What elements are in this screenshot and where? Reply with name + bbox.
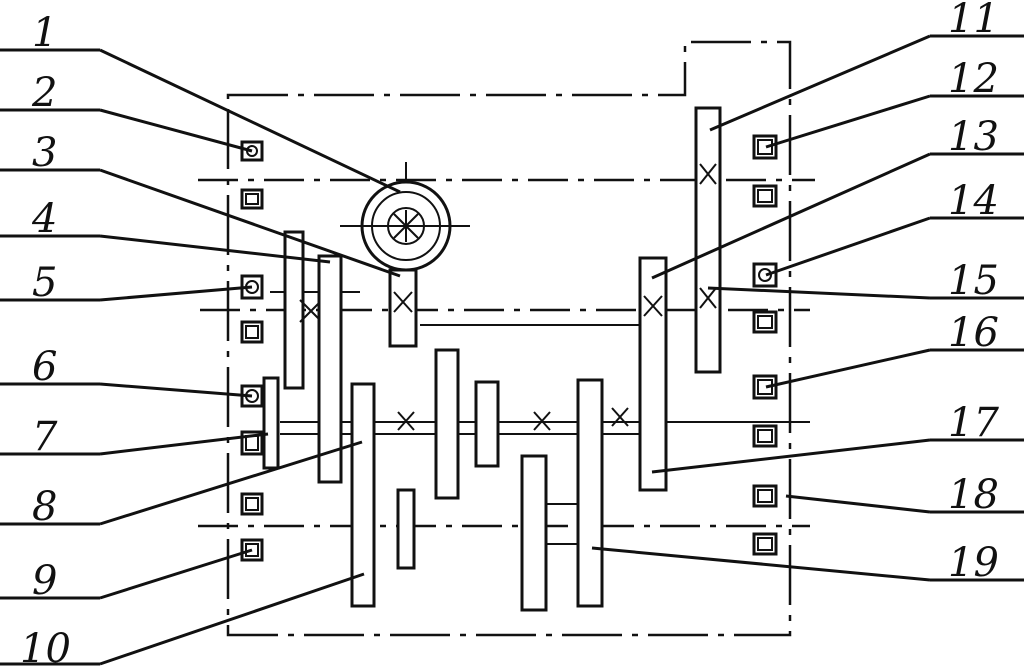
label-18: 18 — [948, 472, 999, 518]
label-3: 3 — [32, 130, 57, 176]
gear-set — [262, 106, 722, 612]
label-9: 9 — [32, 558, 57, 604]
label-2: 2 — [31, 70, 57, 116]
label-19: 19 — [948, 540, 999, 586]
leader-lines — [0, 34, 1024, 666]
label-13: 13 — [948, 114, 999, 160]
label-15: 15 — [948, 258, 999, 304]
label-12: 12 — [948, 56, 999, 102]
bearings-right — [752, 134, 778, 556]
worm-wheel — [340, 162, 470, 272]
label-8: 8 — [32, 484, 57, 530]
label-16: 16 — [948, 310, 999, 356]
label-7: 7 — [32, 414, 58, 460]
bearings-left — [240, 140, 264, 562]
label-6: 6 — [32, 344, 57, 390]
label-11: 11 — [948, 0, 999, 42]
label-14: 14 — [948, 178, 999, 224]
label-5: 5 — [32, 260, 57, 306]
housing-outline — [226, 40, 792, 637]
label-1: 1 — [32, 10, 57, 56]
label-17: 17 — [948, 400, 999, 446]
label-10: 10 — [20, 626, 71, 672]
label-4: 4 — [31, 196, 57, 242]
